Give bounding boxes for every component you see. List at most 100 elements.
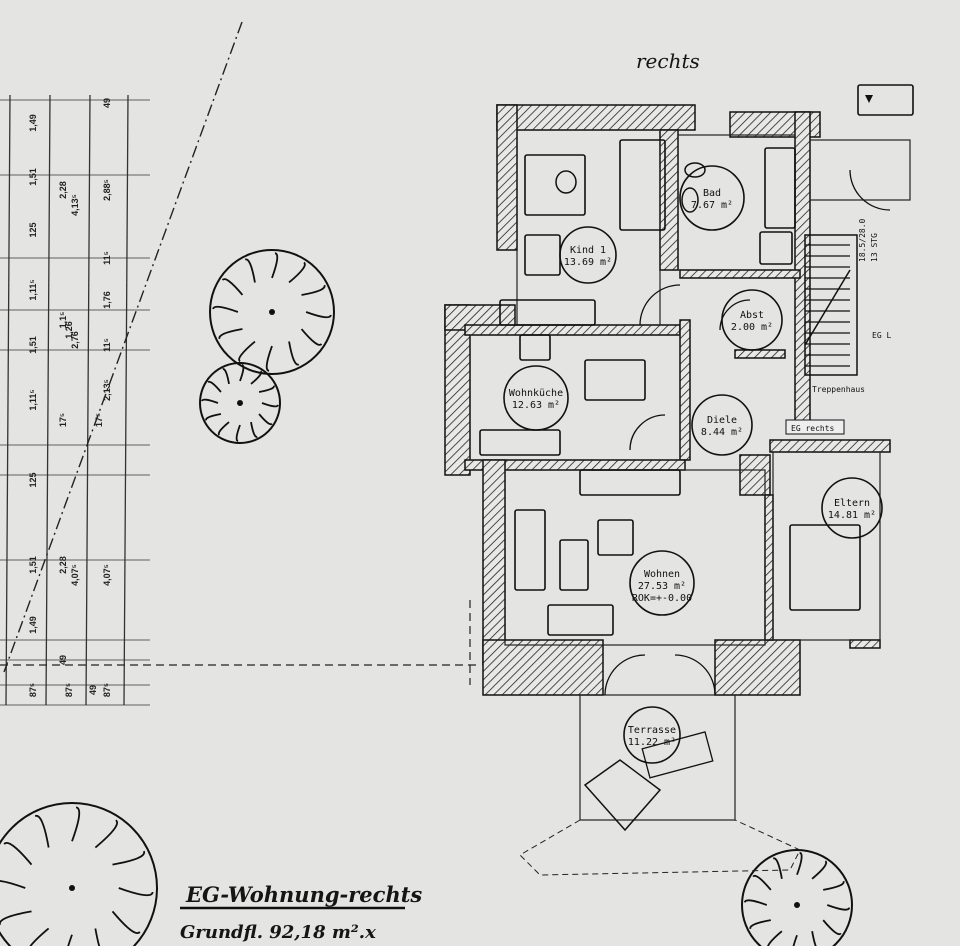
wall (659, 129, 679, 271)
room-name: Wohnküche (509, 388, 563, 399)
room-area: 14.81 m² (828, 510, 876, 521)
dimension-label: 4,07⁵ (70, 564, 80, 586)
tree-branch (29, 927, 50, 946)
room-name: Abst (740, 310, 764, 321)
wall (734, 349, 786, 359)
door-swing (629, 414, 666, 451)
tree-branch (288, 261, 306, 284)
stair-spec-label: 18.5/28.0 (858, 218, 867, 262)
room-outline (579, 694, 736, 821)
dash-dot-axis (3, 21, 243, 673)
door-swing (674, 654, 716, 696)
stove (519, 334, 551, 361)
bed (619, 139, 666, 231)
dimension-line (123, 94, 129, 706)
dimension-label: 1,11⁵ (28, 279, 38, 300)
dimension-label: 4,07⁵ (102, 564, 112, 586)
tree-branch (218, 328, 243, 340)
wall (849, 639, 881, 649)
dimension-labels: 1,491,511251,11⁵1,511,11⁵1251,511,4987⁵2… (28, 98, 112, 697)
handwritten-area: Grundfl. 92,18 m².x (180, 922, 376, 943)
armchair (524, 234, 561, 276)
coffee-table (559, 539, 589, 591)
tree-branch (305, 311, 332, 319)
dimension-label: 1,49 (28, 616, 38, 634)
furniture (479, 84, 914, 832)
staircase (804, 234, 858, 376)
tree-branch (250, 370, 263, 385)
dimension-label: 2,28 (58, 181, 68, 199)
staircase-label: Treppenhaus (812, 385, 865, 394)
room-name: Eltern (834, 498, 870, 509)
dimension-label: 1,51 (28, 168, 38, 186)
tree-branch (811, 860, 828, 880)
tree-branch (265, 345, 273, 372)
dimension-label: 17⁵ (94, 413, 104, 427)
room-outline (504, 469, 766, 646)
tree-branch (201, 398, 219, 404)
down-arrow-icon (865, 95, 873, 103)
tree-symbol (209, 249, 335, 375)
tree-branch (34, 815, 50, 848)
tree-branch (118, 887, 154, 897)
dimension-lines (0, 94, 150, 706)
walls (444, 104, 911, 876)
tree-branch (749, 919, 771, 930)
dimension-label: 49 (102, 98, 112, 108)
room-area: 13.69 m² (564, 257, 612, 268)
room-outline (469, 334, 681, 461)
door-swing (639, 284, 681, 326)
tree-branch (0, 910, 32, 925)
wall (464, 324, 681, 336)
tree-branch (258, 413, 273, 426)
dimension-line (5, 94, 11, 706)
handwritten-rechts: rechts (636, 49, 700, 73)
desk (524, 154, 586, 216)
tree-branch (94, 819, 118, 849)
tree-branch (261, 402, 279, 408)
handwritten-title: EG-Wohnung-rechts (185, 882, 422, 907)
bathtub (764, 147, 796, 229)
room-area: 8.44 m² (701, 427, 743, 438)
room-circle (503, 365, 569, 431)
tree-branch (288, 341, 300, 366)
sofa (514, 509, 546, 591)
tree-branch (221, 278, 244, 296)
room-circle (559, 226, 617, 284)
tree-branch (238, 340, 256, 363)
tree-branch (823, 880, 845, 891)
tree-branch (212, 305, 239, 313)
washbasin (684, 162, 706, 178)
room-name: Diele (707, 415, 737, 426)
tree-branch (94, 928, 101, 946)
dimension-label: 1,76 (102, 291, 112, 309)
eg-left-label: EG L (872, 331, 891, 340)
tree-branch (792, 934, 798, 946)
tree-branch (111, 910, 141, 934)
room-floor-level: ROK=+-0.00 (632, 593, 692, 604)
room-circle (623, 706, 681, 764)
terrace-outline (519, 819, 801, 876)
dimension-label: 2,28 (58, 556, 68, 574)
door-swing (719, 299, 751, 331)
tree-crown (199, 362, 281, 444)
shower (759, 231, 793, 265)
tree-branch (67, 934, 73, 946)
dimension-label: 4,13⁵ (70, 194, 80, 216)
room-circle (821, 477, 883, 539)
wall (496, 104, 518, 251)
lounger (641, 731, 714, 779)
dimension-label: 125 (28, 222, 38, 237)
trees (0, 249, 853, 946)
dimension-line (45, 94, 51, 706)
stair-landing (857, 84, 914, 116)
tree-branch (0, 880, 26, 889)
wall (679, 319, 691, 461)
tree-branch (205, 413, 222, 421)
wall (764, 494, 774, 641)
